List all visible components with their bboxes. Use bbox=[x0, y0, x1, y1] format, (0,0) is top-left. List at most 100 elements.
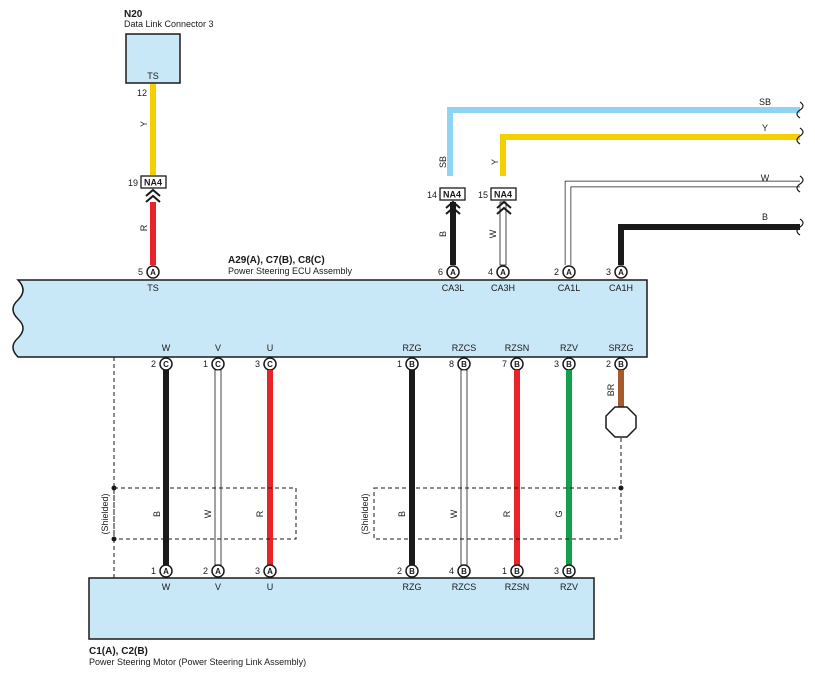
pin-circle[interactable] bbox=[211, 564, 225, 578]
wire-code-can-sb: SB bbox=[438, 156, 448, 168]
pin-number: 2 bbox=[203, 566, 208, 576]
motor-pin-u[interactable]: 3 A U bbox=[255, 564, 277, 592]
pin-label: RZSN bbox=[505, 343, 530, 353]
junction-pin: 14 bbox=[427, 190, 437, 200]
pin-label: TS bbox=[147, 283, 159, 293]
wire-can-sb[interactable] bbox=[447, 107, 800, 176]
motor-assembly[interactable]: C1(A), C2(B) Power Steering Motor (Power… bbox=[88, 577, 595, 667]
pin-letter: A bbox=[267, 567, 273, 576]
ecu-assembly[interactable]: A29(A), C7(B), C8(C) Power Steering ECU … bbox=[12, 255, 648, 358]
pin-letter: B bbox=[514, 567, 520, 576]
pin-letter: A bbox=[215, 567, 221, 576]
pin-label: W bbox=[162, 582, 171, 592]
junction-box[interactable] bbox=[439, 187, 466, 201]
ecu-bottom-pin-rzg[interactable]: RZG 1 B bbox=[397, 343, 422, 371]
pin-number: 3 bbox=[606, 267, 611, 277]
dlc3-body[interactable] bbox=[125, 33, 181, 84]
pin-label: CA3L bbox=[442, 283, 465, 293]
wire-rzv[interactable] bbox=[566, 370, 572, 565]
ecu-bottom-pin-srzg[interactable]: SRZG 2 B bbox=[606, 343, 634, 371]
wire-dlc-lower[interactable] bbox=[150, 202, 156, 265]
wire-w[interactable] bbox=[163, 370, 169, 565]
pin-number: 5 bbox=[138, 267, 143, 277]
pin-circle[interactable] bbox=[446, 265, 460, 279]
shield-label-right: (Shielded) bbox=[360, 493, 370, 534]
junction-pin: 15 bbox=[478, 190, 488, 200]
pin-circle[interactable] bbox=[510, 564, 524, 578]
motor-body[interactable] bbox=[88, 577, 595, 640]
motor-pin-w[interactable]: 1 A W bbox=[151, 564, 173, 592]
wire-rzcs[interactable] bbox=[460, 369, 468, 566]
wire-can-y[interactable] bbox=[500, 134, 800, 176]
junction-na4-3[interactable]: 15 NA4 bbox=[478, 187, 517, 215]
pin-circle[interactable] bbox=[457, 564, 471, 578]
pin-number: 4 bbox=[449, 566, 454, 576]
wire-ca1h[interactable] bbox=[618, 224, 800, 265]
motor-pin-rzv[interactable]: 3 B RZV bbox=[554, 564, 578, 592]
wire-v[interactable] bbox=[214, 369, 222, 566]
motor-pin-rzsn[interactable]: 1 B RZSN bbox=[502, 564, 530, 592]
pin-letter: B bbox=[461, 360, 467, 369]
junction-na4-1[interactable]: 19 NA4 bbox=[128, 175, 167, 203]
wire-code-dlc-upper: Y bbox=[139, 121, 149, 127]
shield-lines bbox=[113, 357, 622, 578]
pin-circle[interactable] bbox=[562, 564, 576, 578]
pin-label: RZG bbox=[403, 343, 422, 353]
ecu-pin-ca1l[interactable]: 2 A CA1L bbox=[554, 265, 581, 293]
wire-ca3l[interactable] bbox=[450, 202, 456, 265]
junction-label: NA4 bbox=[144, 178, 162, 188]
junction-chevron-icon bbox=[496, 200, 512, 215]
pin-letter: B bbox=[514, 360, 520, 369]
pin-number: 3 bbox=[554, 359, 559, 369]
pin-circle[interactable] bbox=[562, 265, 576, 279]
wire-code-dlc-lower: R bbox=[139, 224, 149, 231]
pin-letter: A bbox=[500, 268, 506, 277]
motor-pin-rzg[interactable]: 2 B RZG bbox=[397, 564, 422, 592]
pin-number: 3 bbox=[255, 566, 260, 576]
wire-srzg[interactable] bbox=[618, 370, 624, 408]
junction-box[interactable] bbox=[140, 175, 167, 189]
pin-circle[interactable] bbox=[146, 265, 160, 279]
pin-label: RZSN bbox=[505, 582, 530, 592]
motor-code: C1(A), C2(B) bbox=[89, 646, 148, 657]
wire-ca1l[interactable] bbox=[565, 181, 800, 265]
junction-chevron-icon bbox=[145, 188, 161, 203]
pin-circle[interactable] bbox=[263, 564, 277, 578]
ecu-pin-ts[interactable]: 5 A TS bbox=[138, 265, 160, 293]
wire-u[interactable] bbox=[267, 370, 273, 565]
wire-code-srzg: BR bbox=[606, 383, 616, 396]
pin-circle[interactable] bbox=[159, 564, 173, 578]
pin-label: CA1L bbox=[558, 283, 581, 293]
ecu-pin-ca1h[interactable]: 3 A CA1H bbox=[606, 265, 633, 293]
pin-label: RZCS bbox=[452, 582, 477, 592]
pin-letter: A bbox=[618, 268, 624, 277]
pin-letter: C bbox=[163, 360, 169, 369]
wire-dlc-upper[interactable] bbox=[150, 84, 156, 175]
junction-chevron-icon bbox=[445, 200, 461, 215]
ecu-pin-ca3h[interactable]: 4 A CA3H bbox=[488, 265, 515, 293]
pin-circle[interactable] bbox=[405, 564, 419, 578]
wire-code-rzv: G bbox=[554, 510, 564, 517]
wire-rzsn[interactable] bbox=[514, 370, 520, 565]
junction-na4-2[interactable]: 14 NA4 bbox=[427, 187, 466, 215]
ecu-bottom-pin-rzsn[interactable]: RZSN 7 B bbox=[502, 343, 530, 371]
ecu-pin-ca3l[interactable]: 6 A CA3L bbox=[438, 265, 465, 293]
dlc3-connector[interactable]: N20 Data Link Connector 3 TS 12 bbox=[124, 9, 214, 98]
pin-circle[interactable] bbox=[496, 265, 510, 279]
dlc3-code: N20 bbox=[124, 9, 143, 20]
motor-pin-v[interactable]: 2 A V bbox=[203, 564, 225, 592]
ecu-bottom-pin-v[interactable]: V 1 C bbox=[203, 343, 225, 371]
pin-label: V bbox=[215, 582, 221, 592]
shield-node-icon bbox=[111, 485, 117, 491]
ecu-body[interactable] bbox=[12, 279, 648, 358]
junction-box[interactable] bbox=[490, 187, 517, 201]
shield-node-icon bbox=[618, 485, 624, 491]
motor-pin-rzcs[interactable]: 4 B RZCS bbox=[449, 564, 477, 592]
wire-code-rzg: B bbox=[397, 511, 407, 517]
pin-label: RZV bbox=[560, 582, 578, 592]
pin-circle[interactable] bbox=[614, 265, 628, 279]
motor-name: Power Steering Motor (Power Steering Lin… bbox=[89, 657, 306, 667]
pin-number: 1 bbox=[151, 566, 156, 576]
pin-number: 3 bbox=[255, 359, 260, 369]
wire-rzg[interactable] bbox=[409, 370, 415, 565]
